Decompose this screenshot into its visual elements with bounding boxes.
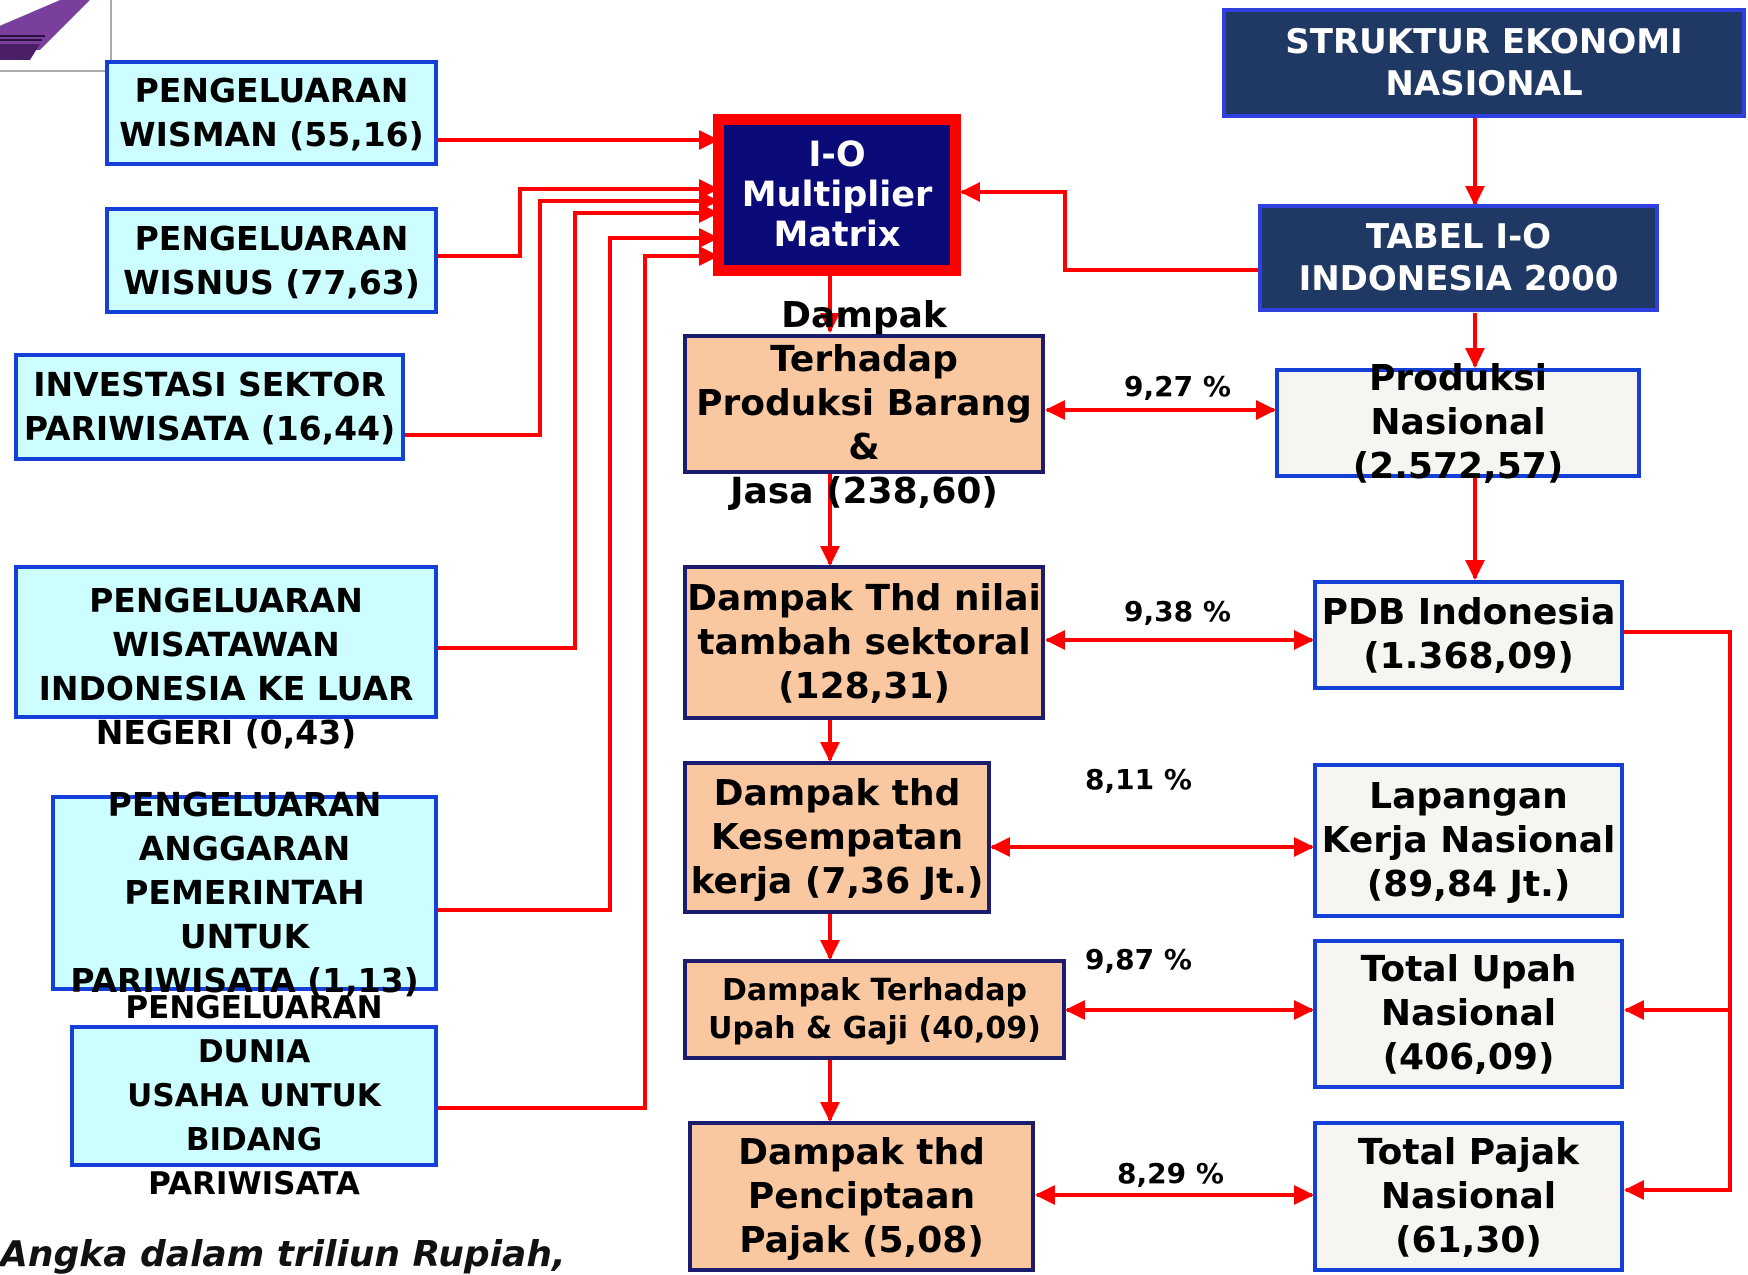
arrow-pdb-pajak	[1624, 1010, 1732, 1200]
input-wisman: PENGELUARAN WISMAN (55,16)	[105, 60, 438, 166]
pct-pajak: 8,29 %	[1117, 1157, 1224, 1190]
pct-upah: 9,87 %	[1085, 943, 1192, 976]
input-pemerintah: PENGELUARAN ANGGARAN PEMERINTAH UNTUK PA…	[51, 785, 438, 1000]
impact-kerja: Dampak thd Kesempatan kerja (7,36 Jt.)	[683, 761, 991, 914]
input-dunia-usaha: PENGELUARAN DUNIA USAHA UNTUK BIDANG PAR…	[70, 990, 438, 1202]
arrow-pdb-upah	[1624, 630, 1732, 1020]
logo	[0, 0, 112, 72]
arrow-duniausaha-matrix	[438, 246, 719, 1110]
impact-produksi: Dampak Terhadap Produksi Barang & Jasa (…	[683, 295, 1045, 512]
pct-nilai-tambah: 9,38 %	[1124, 595, 1231, 628]
arrow-tabel-matrix	[960, 182, 1260, 272]
arrow-pemerintah-matrix	[438, 228, 719, 912]
pct-kerja: 8,11 %	[1085, 763, 1192, 796]
input-wisnus: PENGELUARAN WISNUS (77,63)	[105, 207, 438, 314]
national-pajak: Total Pajak Nasional (61,30)	[1313, 1121, 1624, 1272]
arrow-wisnus-matrix	[438, 179, 719, 258]
national-kerja: Lapangan Kerja Nasional (89,84 Jt.)	[1313, 763, 1624, 918]
input-outbound: PENGELUARAN WISATAWAN INDONESIA KE LUAR …	[14, 565, 438, 752]
national-upah: Total Upah Nasional (406,09)	[1313, 939, 1624, 1089]
footnote: Angka dalam triliun Rupiah,	[0, 1234, 566, 1275]
arrow-investasi-matrix	[405, 191, 719, 437]
arrow-outbound-matrix	[438, 203, 719, 650]
national-produksi: Produksi Nasional (2.572,57)	[1275, 358, 1641, 487]
impact-upah: Dampak Terhadap Upah & Gaji (40,09)	[683, 959, 1066, 1060]
header-tabel-io: TABEL I-O INDONESIA 2000	[1258, 204, 1659, 312]
input-investasi: INVESTASI SEKTOR PARIWISATA (16,44)	[14, 353, 405, 461]
pct-produksi: 9,27 %	[1124, 370, 1231, 403]
impact-nilai-tambah: Dampak Thd nilai tambah sektoral (128,31…	[683, 565, 1045, 720]
header-struktur-ekonomi: STRUKTUR EKONOMI NASIONAL	[1222, 8, 1746, 118]
national-pdb: PDB Indonesia (1.368,09)	[1313, 580, 1624, 690]
impact-pajak: Dampak thd Penciptaan Pajak (5,08)	[688, 1121, 1035, 1272]
io-multiplier-matrix: I-O Multiplier Matrix	[713, 114, 961, 276]
